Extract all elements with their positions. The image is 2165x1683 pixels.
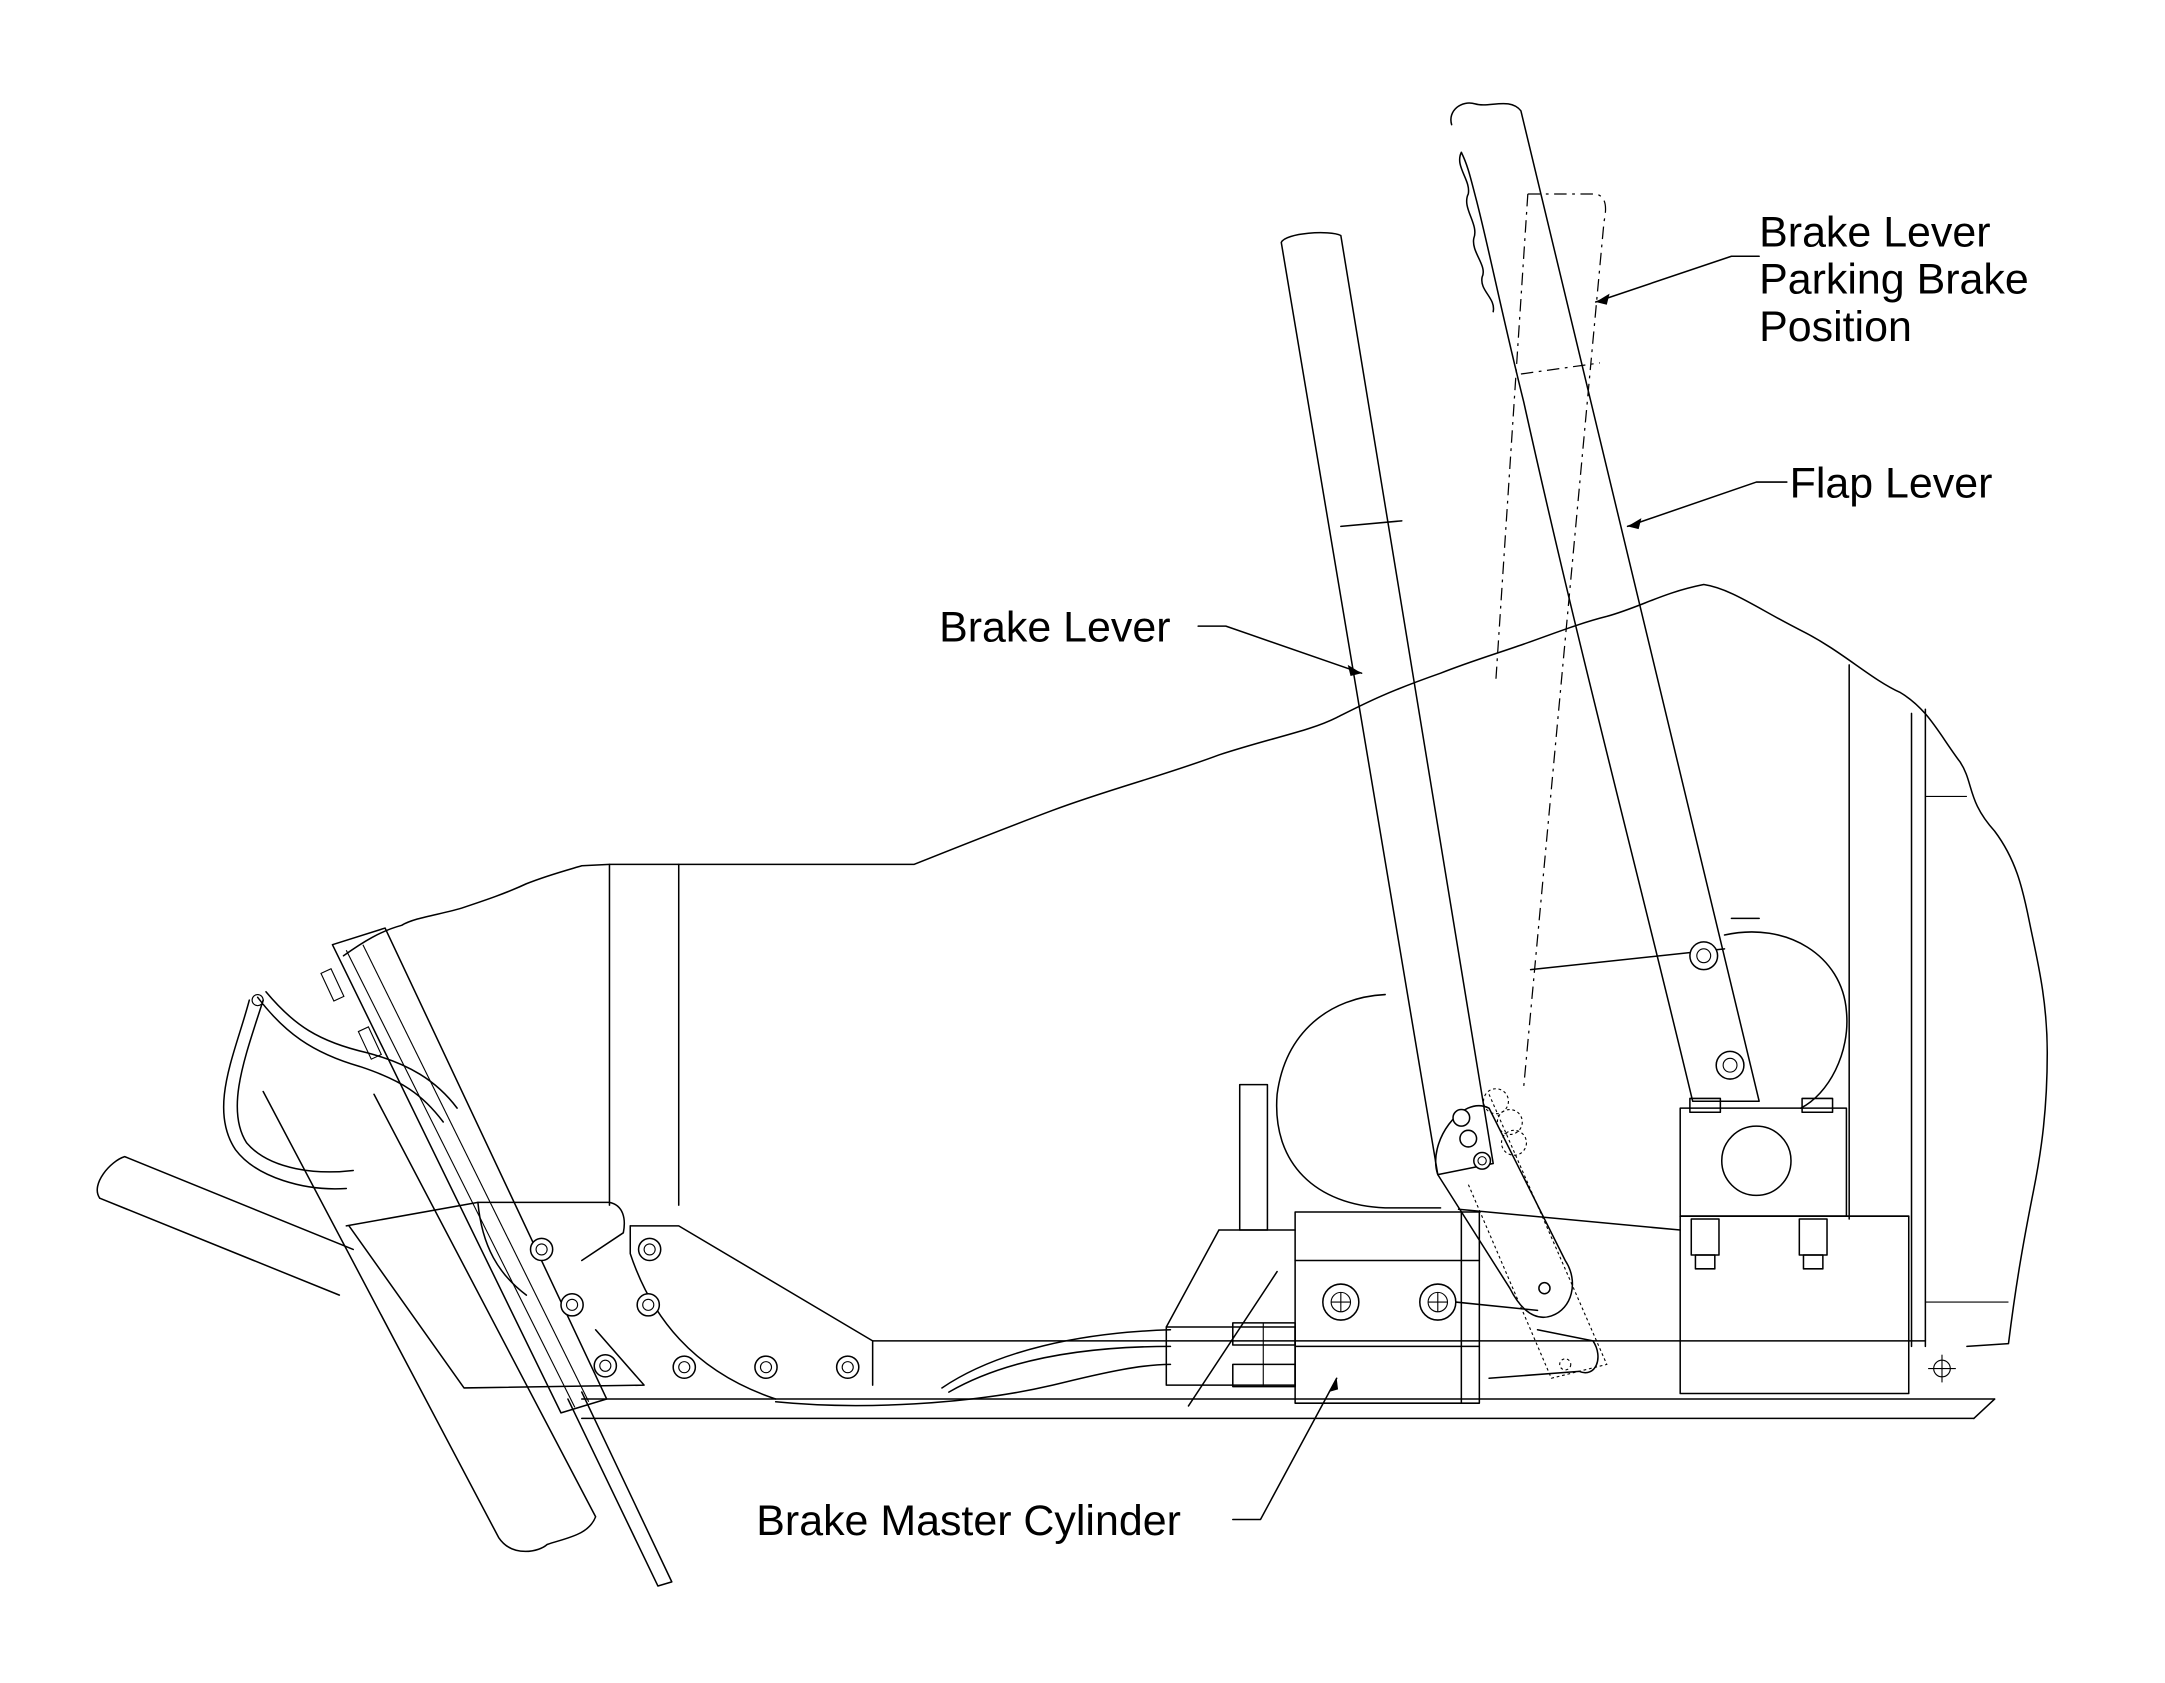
tube-diagonals — [96, 1090, 673, 1587]
target-symbol — [1928, 1354, 1956, 1383]
flap-lever-bracket — [1457, 1097, 1910, 1395]
label-brake-lever: Brake Lever — [939, 603, 1170, 651]
gusset-plate — [345, 1201, 874, 1400]
label-flap-lever: Flap Lever — [1790, 459, 1993, 507]
label-brake-lever-parking-line2: Parking Brake — [1759, 256, 2029, 304]
brake-lever-parking-outline — [1467, 193, 1608, 1379]
pivot-boss — [1275, 993, 1442, 1209]
cable-loop — [222, 991, 458, 1190]
master-cylinder — [1165, 1083, 1539, 1404]
torn-panel-outline — [342, 583, 2049, 1348]
label-brake-lever-parking-line3: Position — [1759, 303, 1912, 351]
frame-posts — [608, 664, 2009, 1348]
brake-lever — [1280, 231, 1599, 1380]
label-brake-master-cylinder: Brake Master Cylinder — [756, 1497, 1181, 1545]
leader-lines — [1187, 255, 1788, 1521]
base-plate — [581, 1340, 1996, 1420]
brake-hoses — [774, 1329, 1172, 1407]
label-brake-lever-parking-line1: Brake Lever — [1759, 209, 1990, 257]
flap-lever — [1450, 102, 1760, 1102]
rivets — [529, 1237, 860, 1380]
firewall-panel — [320, 927, 608, 1414]
